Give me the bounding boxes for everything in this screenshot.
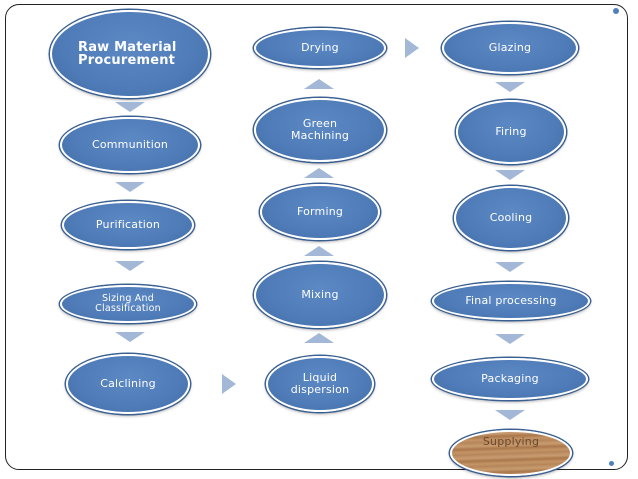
arrow-down-6 xyxy=(495,170,525,180)
node-cooling-label: Cooling xyxy=(489,211,533,224)
arrow-up-4 xyxy=(304,79,334,89)
arrow-right-1 xyxy=(222,374,236,394)
arrow-down-8 xyxy=(495,334,525,344)
node-supplying-label: Supplying xyxy=(482,435,540,448)
node-glazing: Glazing xyxy=(442,22,578,74)
node-packaging-label: Packaging xyxy=(481,372,539,385)
arrow-down-5 xyxy=(495,82,525,92)
node-glazing-label: Glazing xyxy=(488,41,532,54)
corner-dot-bottom xyxy=(609,461,614,466)
node-calclining-label: Calclining xyxy=(100,377,156,390)
node-drying: Drying xyxy=(254,28,386,68)
arrow-up-3 xyxy=(304,168,334,178)
node-supplying: Supplying xyxy=(450,430,572,476)
arrow-down-1 xyxy=(115,102,145,112)
node-packaging: Packaging xyxy=(432,358,588,400)
node-final-processing: Final processing xyxy=(432,282,590,320)
node-communition: Communition xyxy=(60,117,200,173)
node-forming: Forming xyxy=(260,184,380,240)
node-drying-label: Drying xyxy=(301,41,339,54)
node-communition-label: Communition xyxy=(91,138,169,151)
node-green-machining: Green Machining xyxy=(254,98,386,162)
node-sizing-label: Sizing And Classification xyxy=(95,293,161,314)
node-mixing-label: Mixing xyxy=(301,288,339,301)
node-final-processing-label: Final processing xyxy=(465,294,557,307)
arrow-down-3 xyxy=(115,261,145,271)
node-firing: Firing xyxy=(456,100,566,164)
node-purification-label: Purification xyxy=(95,218,161,231)
node-purification: Purification xyxy=(62,201,194,249)
node-raw-material-label: Raw Material Procurement xyxy=(78,40,177,68)
node-liquid-dispersion: Liquid dispersion xyxy=(266,356,374,412)
node-liquid-dispersion-label: Liquid dispersion xyxy=(290,371,350,396)
node-calclining: Calclining xyxy=(66,354,190,414)
arrow-up-2 xyxy=(304,246,334,256)
node-raw-material-procurement: Raw Material Procurement xyxy=(50,10,210,98)
node-forming-label: Forming xyxy=(296,205,344,218)
arrow-down-4 xyxy=(115,332,145,342)
arrow-down-9 xyxy=(495,410,525,420)
node-sizing-classification: Sizing And Classification xyxy=(60,285,196,323)
arrow-up-1 xyxy=(304,333,334,343)
node-cooling: Cooling xyxy=(454,186,568,250)
node-mixing: Mixing xyxy=(254,262,386,328)
node-green-machining-label: Green Machining xyxy=(290,117,350,142)
arrow-down-2 xyxy=(115,182,145,192)
node-firing-label: Firing xyxy=(495,125,527,138)
arrow-right-2 xyxy=(405,38,419,58)
corner-dot-top xyxy=(613,8,619,14)
arrow-down-7 xyxy=(495,262,525,272)
